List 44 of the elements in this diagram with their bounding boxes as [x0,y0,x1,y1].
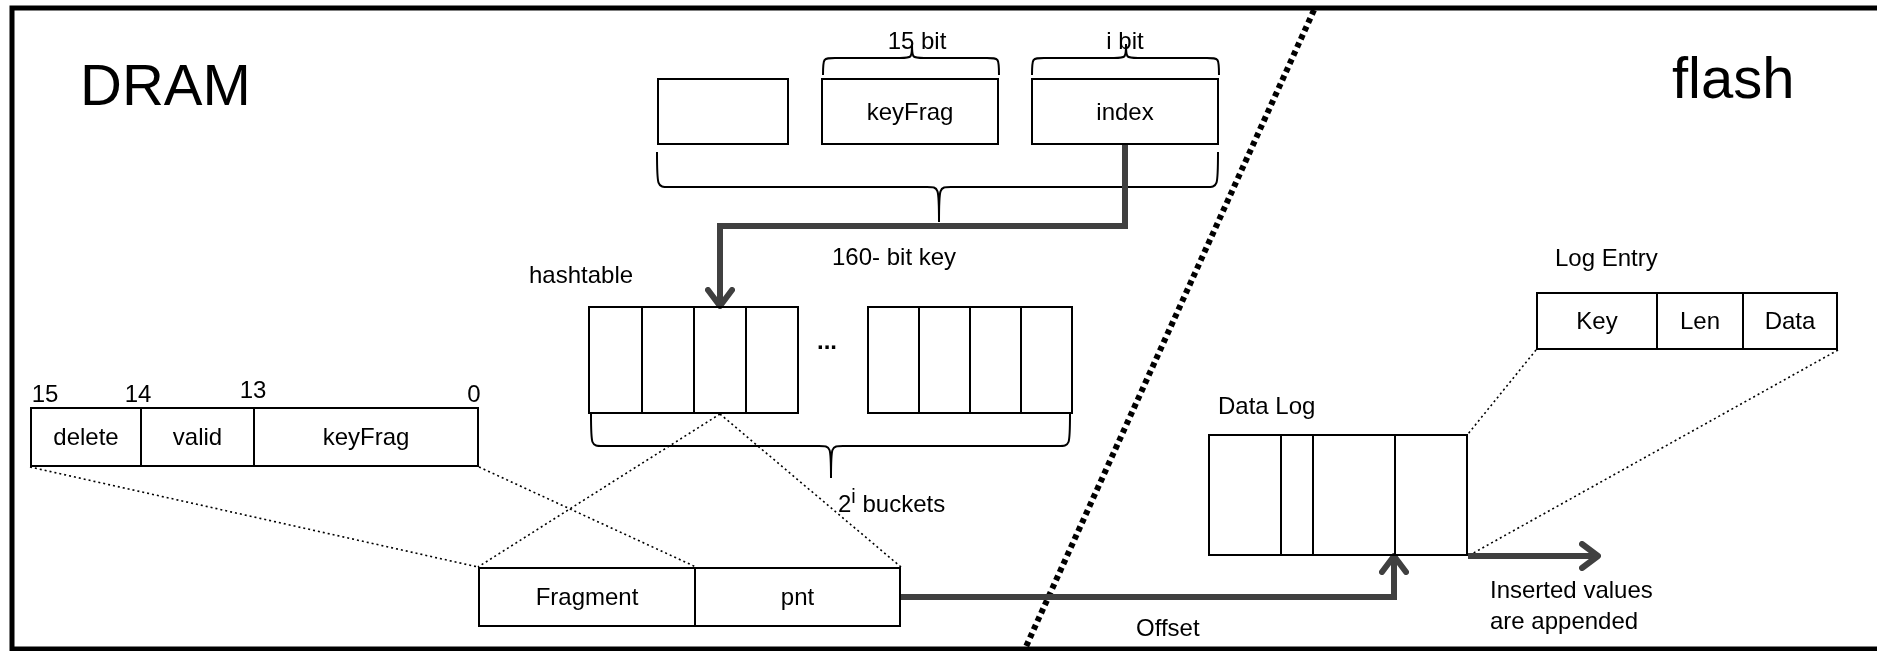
record-field: delete [30,407,142,467]
bit-position: 15 [30,380,60,408]
record-field: pnt [694,567,901,627]
empty-cell [641,306,695,414]
empty-cell [1312,434,1396,556]
arrow [901,553,1409,600]
record-field: keyFrag [821,78,999,145]
bit-position: 0 [466,380,482,408]
structure-label: Log Entry [1555,244,1658,272]
record-field: Fragment [478,567,696,627]
empty-cell [1208,434,1282,556]
arrow [705,145,1128,309]
bit-width-label: i bit [1105,27,1145,55]
table-label: hashtable [529,261,634,289]
bucket-count-label: 2$^{i}$ buckets [838,485,946,518]
memory-label: DRAM [80,52,251,119]
record-field: Data [1742,292,1838,350]
bit-position: 14 [123,380,153,408]
empty-cell [1280,434,1314,556]
empty-cell [969,306,1022,414]
ellipsis: ... [816,327,838,355]
structure-label: Data Log [1218,392,1316,420]
empty-cell [657,78,789,145]
empty-cell [867,306,920,414]
record-field: keyFrag [253,407,479,467]
record-field: Len [1656,292,1744,350]
memory-label: flash [1672,45,1795,112]
empty-cell [745,306,799,414]
empty-cell [918,306,971,414]
dotted-line [478,466,697,568]
record-field: valid [140,407,255,467]
empty-cell [1394,434,1468,556]
dotted-line [719,413,902,568]
bit-position: 13 [238,376,268,404]
dotted-line [29,466,479,568]
record-field: Key [1536,292,1658,350]
dotted-line [477,413,721,568]
key-size-label: 160- bit key [832,243,957,271]
record-field: index [1031,78,1219,145]
dotted-line [1467,349,1537,435]
empty-cell [693,306,747,414]
empty-cell [1020,306,1073,414]
empty-cell [588,306,643,414]
arrow [1468,541,1601,571]
